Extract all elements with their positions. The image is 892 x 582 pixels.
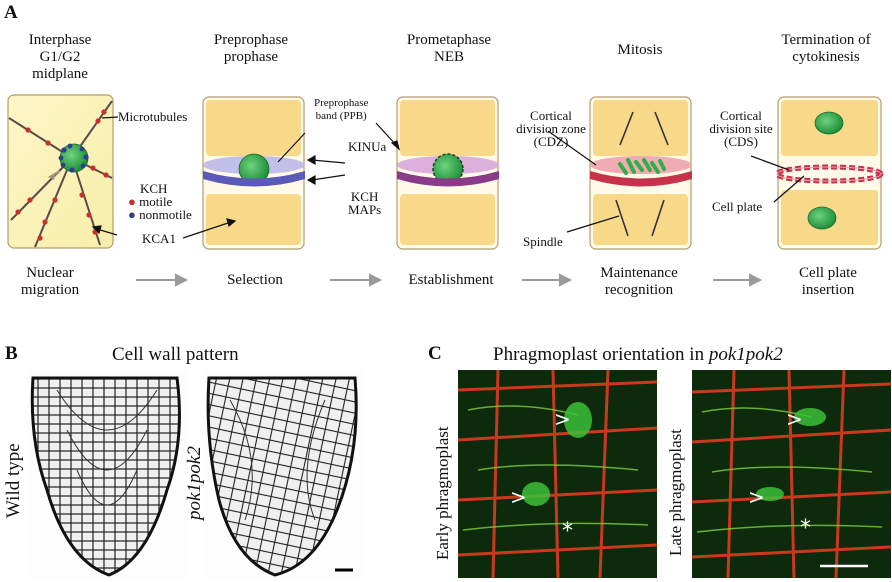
label-nonmotile-text: nonmotile (139, 207, 192, 222)
label-cds-line2: division site (709, 121, 773, 136)
label-microtubules: Microtubules (118, 109, 188, 124)
stage-1-title-line1: Interphase (28, 32, 92, 48)
stage-2-title-line2: prophase (223, 49, 279, 65)
label-nonmotile: ● nonmotile (128, 208, 192, 221)
label-cdz: Cortical division zone (CDZ) (510, 109, 592, 148)
stage-4-bottom-line2: recognition (604, 282, 674, 298)
label-spindle: Spindle (523, 234, 563, 249)
label-pok1pok2-b: pok1pok2 (184, 446, 205, 520)
stage-3-bottom-line1: Establishment (408, 272, 494, 288)
progression-arrows (136, 273, 763, 287)
label-cds-line1: Cortical (720, 108, 762, 123)
label-kinua: KINUa (348, 139, 387, 154)
stage-1-bottom-line2: migration (20, 282, 80, 298)
label-motile: ● motile (128, 195, 172, 208)
label-motile-text: motile (139, 194, 173, 209)
stage-5-title-line2: cytokinesis (792, 49, 860, 65)
label-kca1: KCA1 (142, 231, 176, 246)
label-cdz-line3: (CDZ) (533, 134, 569, 149)
late-phragmoplast-micrograph: > > * (692, 370, 891, 578)
label-wild-type: Wild type (3, 443, 24, 518)
panel-a-letter: A (4, 2, 18, 23)
arrowhead-marker-2: > (510, 485, 527, 509)
cell-preprophase (202, 96, 305, 250)
stage-1-title-line2: G1/G2 (39, 49, 81, 65)
stage-3-title-line2: NEB (434, 49, 464, 65)
stage-2-bottom: Selection (205, 272, 305, 289)
panel-c-letter: C (428, 343, 442, 364)
panel-c-title-prefix: Phragmoplast orientation in (493, 344, 709, 365)
stage-4-title-line1: Mitosis (617, 42, 663, 58)
stage-2-title: Preprophase prophase (196, 32, 306, 66)
pok1pok2-micrograph (205, 370, 363, 578)
label-ppb-line2: band (PPB) (315, 110, 367, 122)
nonmotile-dot-icon: ● (128, 207, 136, 222)
stage-3-bottom: Establishment (398, 272, 504, 289)
stage-1-bottom: Nuclear migration (0, 265, 100, 299)
stage-5-bottom: Cell plate insertion (778, 265, 878, 299)
stage-3-title: Prometaphase NEB (389, 32, 509, 66)
label-early-phragmoplast: Early phragmoplast (433, 426, 452, 560)
stage-1-title-line3: midplane (32, 66, 88, 82)
stage-5-bottom-line2: insertion (801, 282, 855, 298)
stage-4-bottom-line1: Maintenance (600, 265, 678, 281)
motile-dot-icon: ● (128, 194, 136, 209)
label-cdz-line2: division zone (516, 121, 586, 136)
stage-4-bottom: Maintenance recognition (584, 265, 694, 299)
label-kch-maps-line2: MAPs (348, 202, 382, 217)
label-kch-maps: KCH MAPs (348, 190, 381, 216)
cell-interphase (7, 94, 114, 249)
arrowhead-marker-3: > (786, 407, 803, 431)
label-cds: Cortical division site (CDS) (700, 109, 782, 148)
stage-5-bottom-line1: Cell plate (799, 265, 857, 281)
stage-2-title-line1: Preprophase (213, 32, 289, 48)
panel-c-title: Phragmoplast orientation in pok1pok2 (493, 345, 783, 365)
cell-division-diagram (7, 94, 884, 287)
arrowhead-marker-1: > (554, 407, 571, 431)
wild-type-micrograph (27, 370, 187, 578)
stage-5-title-line1: Termination of (781, 32, 871, 48)
label-cdz-line1: Cortical (530, 108, 572, 123)
label-kch: KCH (140, 181, 168, 196)
stage-2-bottom-line1: Selection (227, 272, 283, 288)
arrowhead-marker-4: > (748, 485, 765, 509)
stage-1-bottom-line1: Nuclear (26, 265, 74, 281)
cell-prometaphase (396, 96, 499, 250)
star-marker-late: * (800, 516, 811, 541)
panel-b-letter: B (5, 343, 18, 364)
label-cell-plate: Cell plate (712, 199, 763, 214)
star-marker-early: * (562, 519, 573, 544)
label-ppb: Preprophase band (PPB) (314, 97, 368, 123)
stage-1-title: Interphase G1/G2 midplane (10, 32, 110, 83)
label-late-phragmoplast: Late phragmoplast (666, 429, 685, 556)
stage-4-title: Mitosis (590, 42, 690, 59)
label-kch-maps-line1: KCH (350, 189, 379, 204)
cell-mitosis (589, 96, 692, 250)
stage-5-title: Termination of cytokinesis (766, 32, 886, 66)
early-phragmoplast-micrograph: > > * (458, 370, 657, 578)
panel-c-title-italic: pok1pok2 (708, 344, 783, 365)
label-cds-line3: (CDS) (724, 134, 758, 149)
stage-3-title-line1: Prometaphase (406, 32, 492, 48)
panel-b-title: Cell wall pattern (112, 344, 239, 365)
label-ppb-line1: Preprophase (314, 97, 369, 109)
cell-cytokinesis (774, 96, 884, 250)
